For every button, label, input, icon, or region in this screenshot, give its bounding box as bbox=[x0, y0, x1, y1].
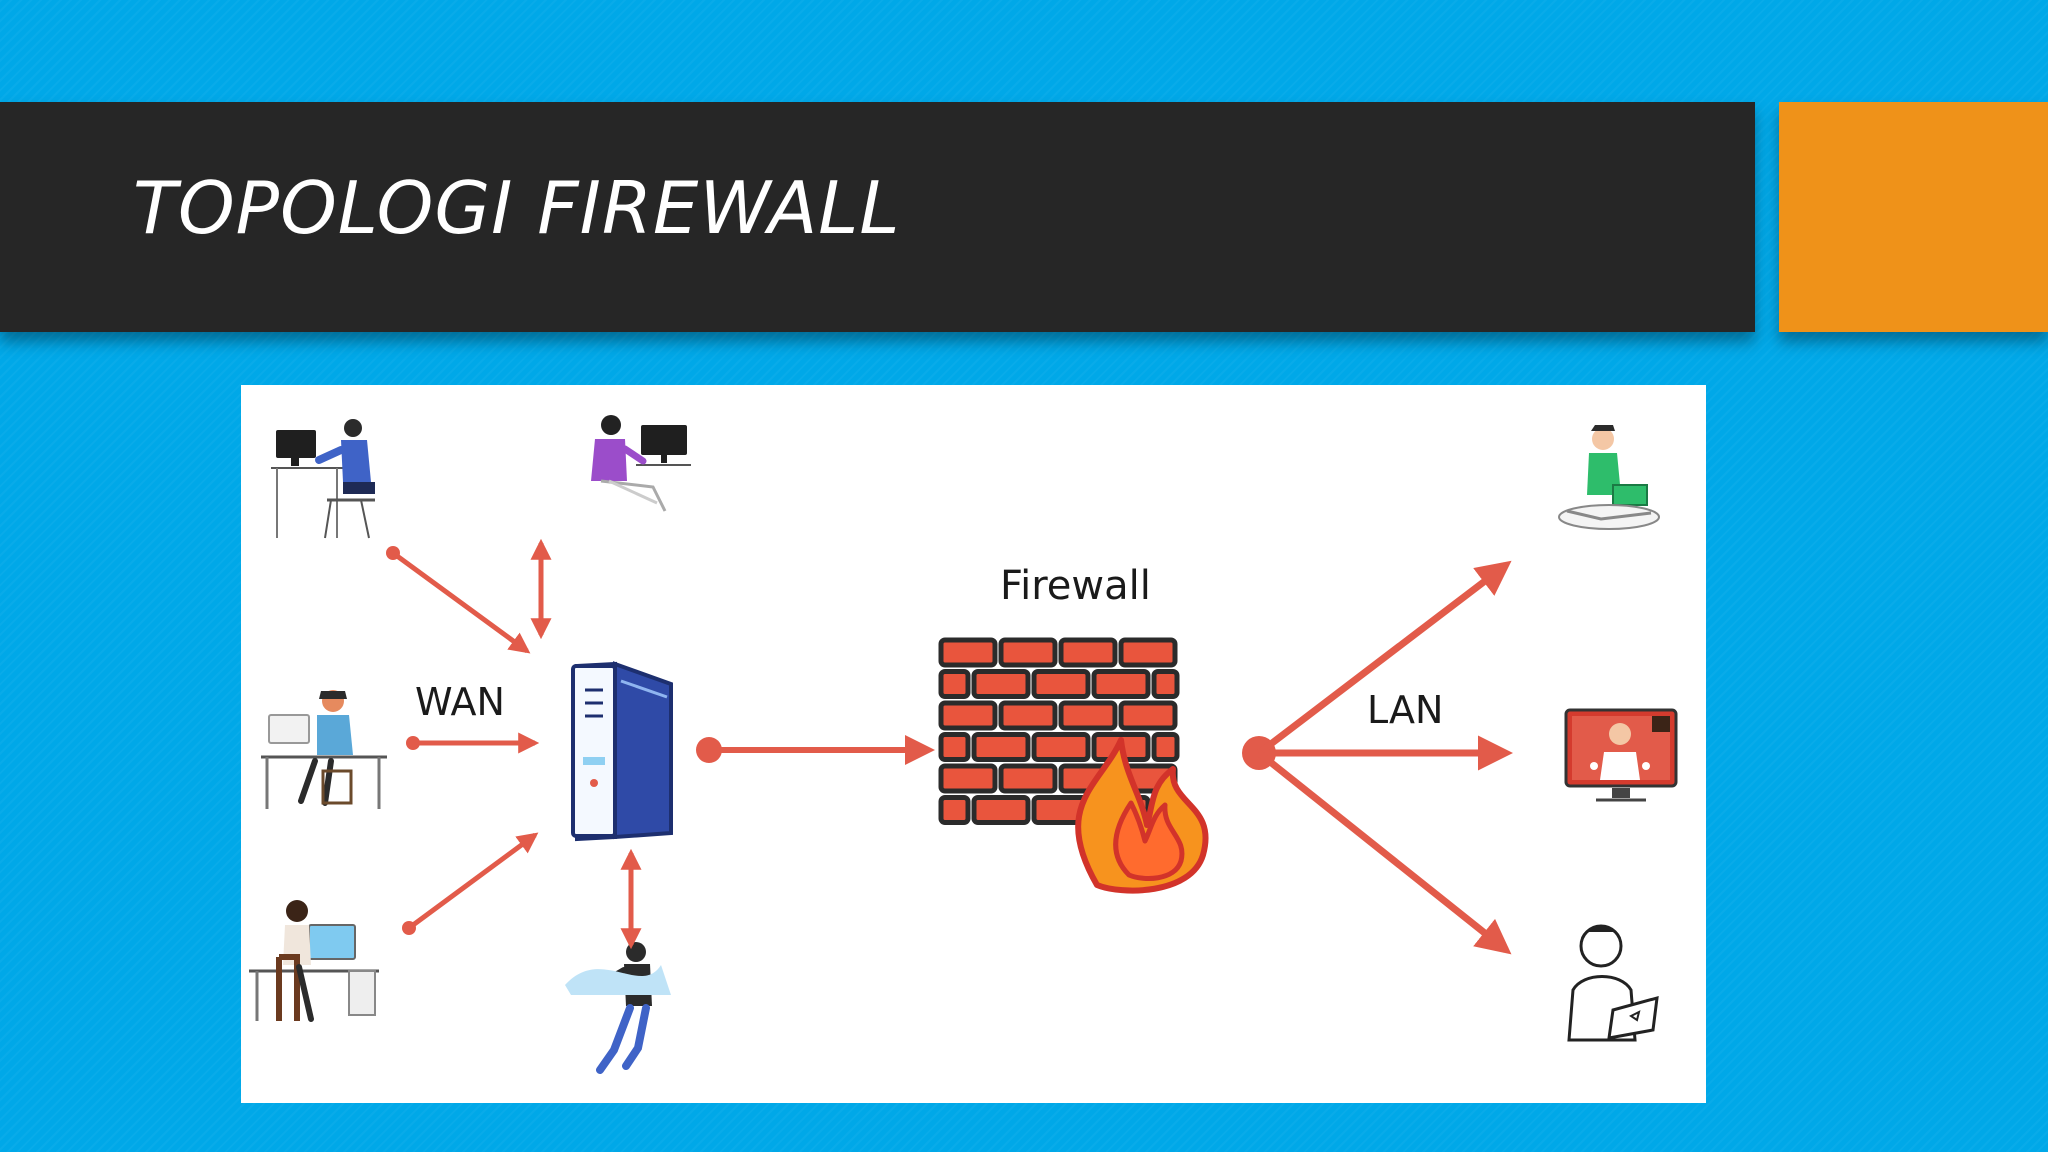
brick bbox=[1058, 637, 1118, 668]
brick bbox=[938, 732, 971, 762]
server-to-firewall-arrow bbox=[696, 735, 935, 765]
accent-block bbox=[1779, 102, 2048, 332]
brick bbox=[1091, 669, 1151, 699]
brick bbox=[938, 637, 998, 668]
person-at-laptop-desk-icon bbox=[261, 690, 387, 809]
brick bbox=[998, 637, 1058, 668]
brick bbox=[938, 763, 998, 794]
brick bbox=[1151, 732, 1180, 762]
person-at-office-desk-icon bbox=[249, 900, 379, 1022]
topology-diagram bbox=[249, 415, 1678, 1074]
video-call-screen-icon bbox=[1564, 708, 1678, 802]
slide-title: TOPOLOGI FIREWALL bbox=[133, 166, 901, 250]
brick bbox=[971, 795, 1031, 825]
brick bbox=[998, 700, 1058, 731]
brick bbox=[1118, 637, 1178, 668]
wan-label: WAN bbox=[415, 680, 505, 724]
brick bbox=[938, 700, 998, 731]
brick bbox=[1151, 669, 1180, 699]
brick bbox=[1118, 700, 1178, 731]
brick-wall-firewall-icon bbox=[938, 637, 1180, 825]
person-at-desktop-icon bbox=[271, 419, 375, 539]
brick bbox=[1031, 732, 1091, 762]
brick bbox=[1031, 669, 1091, 699]
person-with-laptop-walking-icon bbox=[584, 942, 652, 1074]
flame-icon bbox=[1075, 737, 1209, 894]
lan-arrows bbox=[1242, 560, 1513, 955]
brick bbox=[1058, 700, 1118, 731]
person-with-headset-icon bbox=[591, 415, 691, 512]
server-icon bbox=[565, 661, 673, 995]
person-typing-laptop-icon bbox=[1567, 924, 1659, 1042]
person-sitting-laptop-icon bbox=[1558, 425, 1660, 530]
brick bbox=[971, 732, 1031, 762]
brick bbox=[971, 669, 1031, 699]
brick bbox=[938, 795, 971, 825]
wan-arrows bbox=[386, 538, 642, 950]
lan-label: LAN bbox=[1367, 688, 1444, 732]
title-bar bbox=[0, 102, 1755, 332]
brick bbox=[998, 763, 1058, 794]
diagram-panel: Firewall WAN LAN bbox=[241, 385, 1706, 1103]
firewall-label: Firewall bbox=[1000, 563, 1151, 609]
brick bbox=[938, 669, 971, 699]
